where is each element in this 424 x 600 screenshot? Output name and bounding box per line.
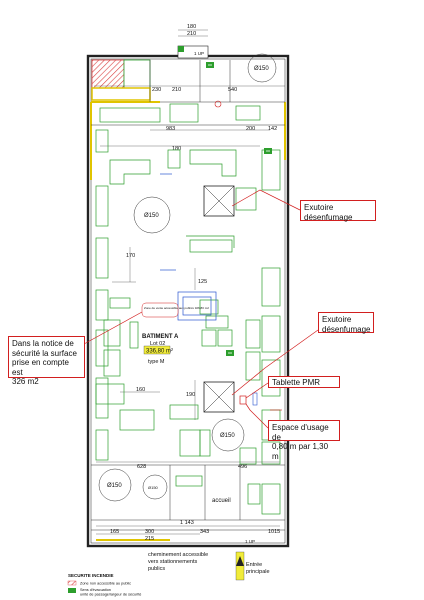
dim-170: 170 bbox=[126, 253, 135, 259]
shelving bbox=[95, 103, 281, 515]
dim-496: 496 bbox=[238, 464, 247, 470]
dimension-lines bbox=[94, 29, 285, 535]
dim-300: 300 bbox=[145, 529, 154, 535]
diam-5: Ø150 bbox=[148, 485, 159, 490]
turning-circles bbox=[98, 53, 277, 502]
legend-title: SECURITE INCENDIE bbox=[68, 573, 114, 578]
walkway-line2: vers stationnements bbox=[148, 559, 197, 565]
room-type: type M bbox=[148, 359, 165, 365]
legend-exit-swatch bbox=[68, 588, 76, 593]
building-walls bbox=[86, 45, 290, 548]
dim-up-bottom: 1 UP bbox=[245, 539, 255, 544]
room-building: BATIMENT A bbox=[142, 334, 179, 340]
callout-usage-line1: Espace d'usage de bbox=[272, 423, 329, 442]
diam-3: Ø150 bbox=[220, 433, 235, 439]
smoke-vent-2 bbox=[203, 381, 235, 413]
dim-210-top: 210 bbox=[187, 31, 196, 37]
legend-hatch-swatch bbox=[67, 580, 77, 586]
dim-125: 125 bbox=[198, 279, 207, 285]
non-public-zone bbox=[91, 59, 151, 101]
diam-2: Ø150 bbox=[144, 213, 159, 219]
callout-leaders bbox=[83, 189, 319, 429]
diam-1: Ø150 bbox=[254, 66, 269, 72]
callout-smoke-vent-1-line2: désenfumage bbox=[304, 212, 353, 222]
dim-1143: 1 143 bbox=[180, 520, 194, 526]
wall-accents bbox=[90, 101, 286, 541]
dim-up-top: 1 UP bbox=[194, 51, 204, 56]
callout-pmr-tablet: Tablette PMR bbox=[268, 376, 340, 388]
interior-lines bbox=[91, 60, 285, 531]
dim-200: 200 bbox=[246, 126, 255, 132]
walkway-line3: publics bbox=[148, 566, 165, 572]
callout-notice-line2: sécurité la surface bbox=[12, 348, 77, 358]
pmr-desk bbox=[239, 392, 258, 406]
callout-safety-notice: Dans la notice de sécurité la surface pr… bbox=[8, 336, 85, 386]
callout-notice-line1: Dans la notice de bbox=[12, 339, 74, 348]
dim-190: 190 bbox=[186, 392, 195, 398]
room-info: Zone de vente accessible aux publics 326… bbox=[141, 302, 209, 365]
dim-142: 142 bbox=[268, 126, 277, 132]
room-area: 336,80 m² bbox=[146, 349, 173, 355]
dim-210: 210 bbox=[172, 87, 181, 93]
callout-smoke-vent-1: Exutoire désenfumage bbox=[300, 200, 376, 222]
dimension-texts: 180 210 1 UP 230 210 540 200 142 983 180… bbox=[110, 24, 280, 544]
callout-notice-line3: prise en compte est bbox=[12, 358, 69, 377]
reception-label: accueil bbox=[212, 498, 231, 504]
legend-item1: Zone non accessible au public bbox=[80, 582, 131, 586]
dim-1015: 1015 bbox=[268, 529, 280, 535]
dim-165: 165 bbox=[110, 529, 119, 535]
callout-usage-space: Espace d'usage de 0,80 m par 1,30 m bbox=[268, 420, 340, 461]
dim-540: 540 bbox=[228, 87, 237, 93]
dim-180: 180 bbox=[172, 146, 181, 152]
main-entrance bbox=[235, 551, 245, 581]
exit-sign-arrows bbox=[208, 64, 270, 354]
diam-4: Ø150 bbox=[107, 483, 122, 489]
smoke-vent-1 bbox=[203, 185, 235, 217]
room-note: Zone de vente accessible aux publics 326… bbox=[144, 306, 209, 310]
callout-usage-line2: 0,80 m par 1,30 m bbox=[272, 442, 329, 461]
dim-160: 160 bbox=[136, 387, 145, 393]
entrance-line1: Entrée bbox=[246, 562, 262, 568]
circle-labels: Ø150 Ø150 Ø150 Ø150 Ø150 bbox=[107, 66, 269, 490]
callout-smoke-vent-2: Exutoire désenfumage bbox=[318, 312, 374, 334]
dim-983: 983 bbox=[166, 126, 175, 132]
legend-item2-line2: unité de passage/largeur de sécurité bbox=[80, 593, 141, 597]
callout-notice-line4: 326 m2 bbox=[12, 377, 39, 386]
dim-628: 628 bbox=[137, 464, 146, 470]
callout-smoke-vent-1-line1: Exutoire bbox=[304, 203, 334, 212]
callout-smoke-vent-2-line1: Exutoire bbox=[322, 315, 352, 324]
dim-343: 343 bbox=[200, 529, 209, 535]
red-markers bbox=[214, 100, 282, 411]
legend: SECURITE INCENDIE Zone non accessible au… bbox=[67, 573, 141, 597]
dim-230: 230 bbox=[152, 87, 161, 93]
entrance-label: Entrée principale bbox=[246, 562, 270, 575]
entrance-line2: principale bbox=[246, 569, 270, 575]
dim-180-top: 180 bbox=[187, 24, 196, 30]
callout-smoke-vent-2-line2: désenfumage bbox=[322, 324, 371, 334]
walkway-label: cheminement accessible vers stationnemen… bbox=[148, 552, 208, 572]
walkway-line1: cheminement accessible bbox=[148, 552, 208, 558]
room-lot: Lot 02 bbox=[150, 341, 165, 347]
dim-215: 215 bbox=[145, 536, 154, 542]
legend-item2-line1: Sens d'évacuation bbox=[80, 588, 111, 592]
